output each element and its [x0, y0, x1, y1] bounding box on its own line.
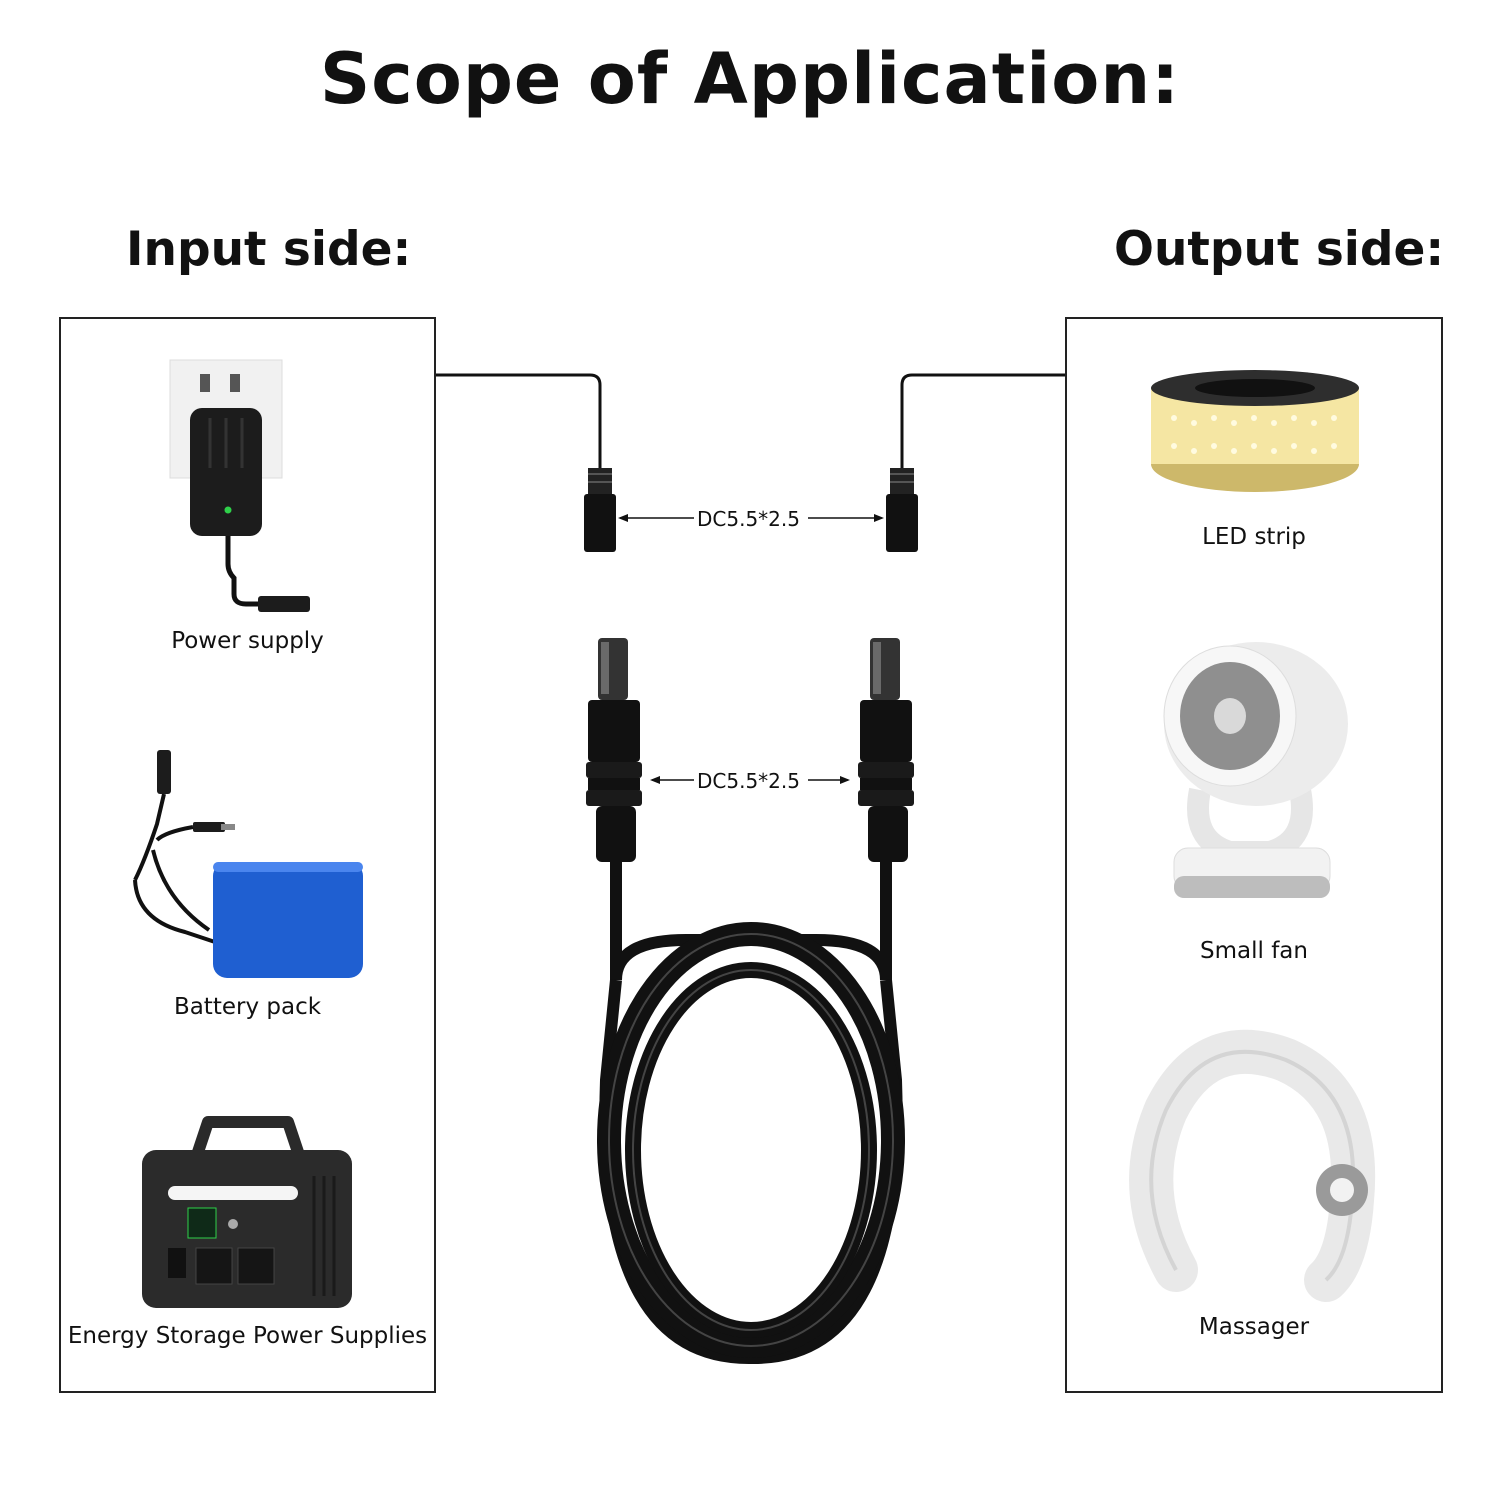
female-connector-right — [886, 468, 918, 552]
input-item-label: Battery pack — [173, 994, 322, 1020]
battery-pack-image — [133, 750, 363, 978]
energy-storage-image — [142, 1116, 352, 1308]
female-connector-left — [584, 468, 616, 552]
output-item-label: Massager — [1198, 1314, 1310, 1340]
male-dimension-label: DC5.5*2.5 — [695, 769, 802, 793]
male-connector-right — [858, 638, 914, 862]
page-title: Scope of Application: — [319, 38, 1181, 120]
dc-cable-diagram — [436, 373, 1065, 1365]
output-item-label: LED strip — [1202, 524, 1306, 550]
male-connector-left — [586, 638, 642, 862]
female-dimension-label: DC5.5*2.5 — [695, 507, 802, 531]
input-item-label: Power supply — [171, 628, 324, 654]
massager-image — [1129, 1029, 1376, 1302]
led-strip-image — [1151, 370, 1359, 492]
output-item-label: Small fan — [1200, 938, 1308, 964]
small-fan-image — [1163, 642, 1348, 898]
input-side-heading: Input side: — [126, 222, 412, 277]
output-side-heading: Output side: — [1114, 222, 1445, 277]
power-supply-image — [169, 359, 310, 612]
input-item-label: Energy Storage Power Supplies — [67, 1323, 428, 1349]
